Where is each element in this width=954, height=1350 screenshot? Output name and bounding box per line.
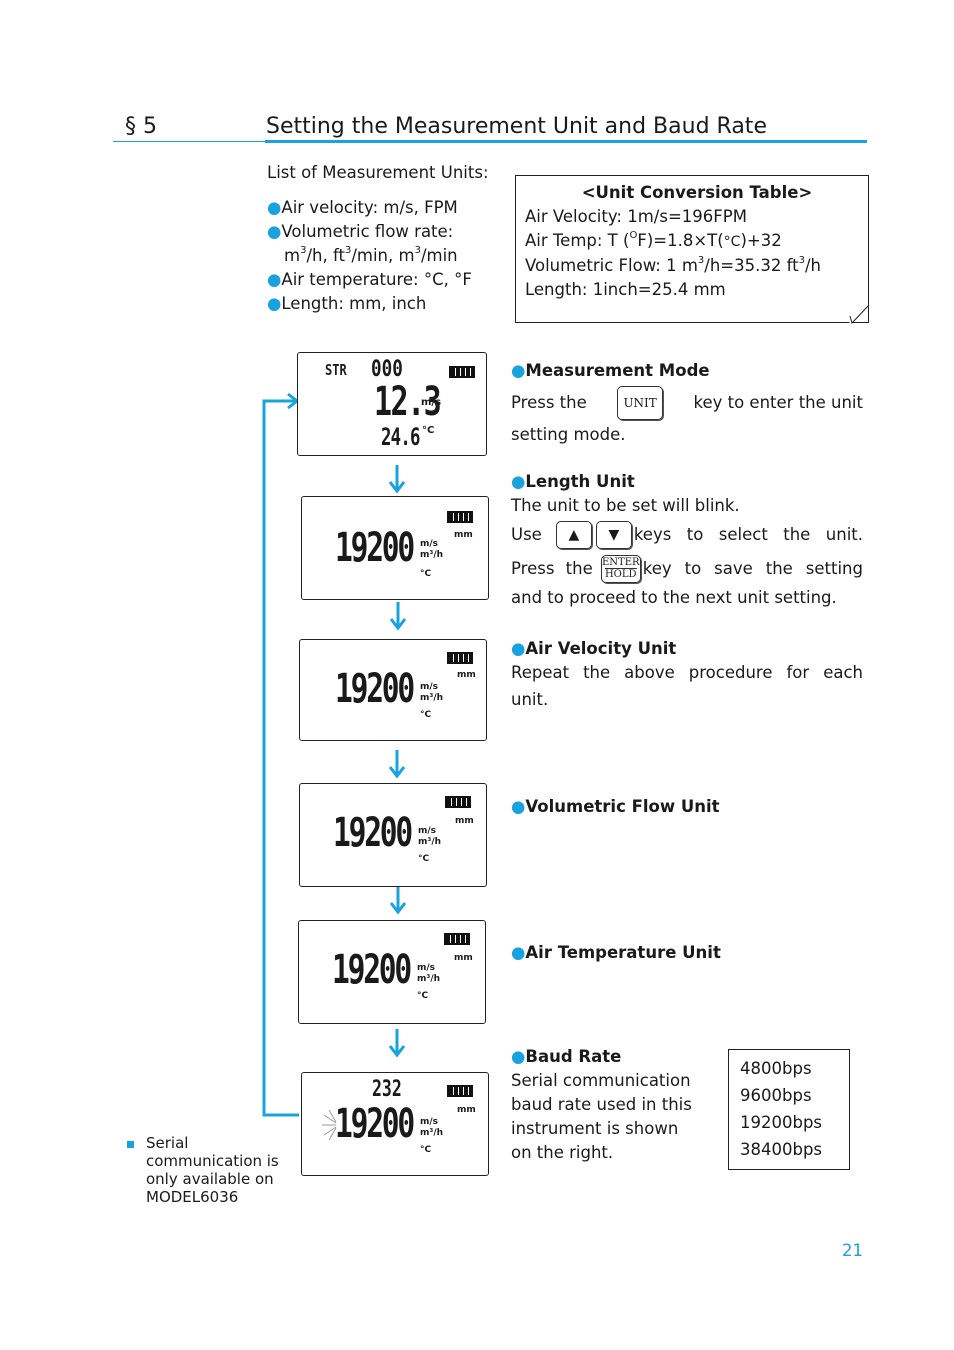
lcd-measurement-mode: STR 000 12.3 m/s 24.6 °C <box>297 352 487 456</box>
lcd-baud: 19200 <box>335 666 415 712</box>
step-baud-rate: ●Baud Rate Serial communication baud rat… <box>511 1045 692 1165</box>
lcd-baud: 19200 <box>335 525 415 571</box>
unit-item-length: ●Length: mm, inch <box>267 294 427 313</box>
lcd-baud: 19200 <box>333 810 413 856</box>
step-line: The unit to be set will blink. <box>511 496 740 515</box>
baud-rate-item: 9600bps <box>740 1086 812 1105</box>
step-line: instrument is shown <box>511 1119 679 1138</box>
step-air-temperature-unit: ●Air Temperature Unit <box>511 943 721 962</box>
unit-item-velocity: ●Air velocity: m/s, FPM <box>267 198 458 217</box>
step-air-velocity-unit: ●Air Velocity Unit Repeat the above proc… <box>511 637 863 712</box>
step-line: and to proceed to the next unit setting. <box>511 588 837 607</box>
note-serial: Serial communication is only available o… <box>146 1134 279 1206</box>
lcd-baud: 19200 <box>332 947 412 993</box>
down-arrow-icon <box>389 886 407 915</box>
baud-rate-item: 19200bps <box>740 1113 823 1132</box>
lcd-unit-c: °C <box>420 1145 432 1155</box>
down-arrow-key: ▼ <box>595 521 632 549</box>
note-bullet <box>127 1141 134 1148</box>
header-rule-left <box>113 141 265 142</box>
down-arrow-icon <box>388 1029 406 1058</box>
step-length-unit: ●Length Unit The unit to be set will bli… <box>511 470 863 610</box>
step-title: ●Air Velocity Unit <box>511 639 677 658</box>
lcd-unit-mm: mm <box>454 953 473 963</box>
battery-icon <box>447 511 473 523</box>
lcd-velocity-unit: m/s <box>421 397 442 408</box>
lcd-unit-mm: mm <box>457 1105 476 1115</box>
conversion-lines: <Unit Conversion Table> Air Velocity: 1m… <box>525 181 869 302</box>
baud-rate-item: 38400bps <box>740 1140 823 1159</box>
conversion-length: Length: 1inch=25.4 mm <box>525 280 726 299</box>
down-arrow-icon <box>388 750 406 779</box>
units-heading: List of Measurement Units: <box>267 163 489 182</box>
baud-rate-item: 4800bps <box>740 1059 812 1078</box>
step-measurement-mode: ●Measurement Mode Press the UNIT key to … <box>511 359 863 447</box>
step-title: ●Length Unit <box>511 472 635 491</box>
lcd-unit-mm: mm <box>457 670 476 680</box>
lcd-rs232: 232 <box>372 1077 402 1102</box>
blink-indicator-icon <box>322 1109 337 1141</box>
conversion-temp: Air Temp: T (OF)=1.8×T(°C)+32 <box>525 229 782 250</box>
step-line: baud rate used in this <box>511 1095 692 1114</box>
unit-key: UNIT <box>617 386 664 420</box>
battery-icon <box>445 796 471 808</box>
section-number: § 5 <box>125 114 157 139</box>
unit-item-flow: ●Volumetric flow rate: <box>267 222 454 241</box>
header-rule <box>265 140 867 143</box>
lcd-temp: 24.6 <box>381 423 420 451</box>
page-curl-icon <box>849 304 870 324</box>
step-line: setting mode. <box>511 425 626 444</box>
down-arrow-icon <box>389 602 407 631</box>
unit-list: ●Air velocity: m/s, FPM ●Volumetric flow… <box>267 196 472 316</box>
lcd-unit-mm: mm <box>455 816 474 826</box>
baud-rate-list: 4800bps 9600bps 19200bps 38400bps <box>728 1049 850 1170</box>
unit-item-flow-units: m3/h, ft3/min, m3/min <box>284 244 458 265</box>
unit-item-temperature: ●Air temperature: °C, °F <box>267 270 472 289</box>
up-arrow-key: ▲ <box>555 521 592 549</box>
conversion-velocity: Air Velocity: 1m/s=196FPM <box>525 207 747 226</box>
conversion-flow: Volumetric Flow: 1 m3/h=35.32 ft3/h <box>525 254 821 275</box>
step-line: Repeat the above procedure for each <box>511 663 863 682</box>
step-volumetric-flow-unit: ●Volumetric Flow Unit <box>511 797 720 816</box>
step-line: Serial communication <box>511 1071 691 1090</box>
lcd-unit-c: °C <box>420 569 432 579</box>
lcd-unit-mm-blink: mm <box>454 530 473 540</box>
conversion-title: <Unit Conversion Table> <box>581 183 813 202</box>
battery-icon <box>444 933 470 945</box>
step-line: unit. <box>511 690 549 709</box>
conversion-table <box>515 175 869 323</box>
step-line: on the right. <box>511 1143 614 1162</box>
lcd-velocity: 12.3 <box>374 379 442 425</box>
battery-icon <box>447 652 473 664</box>
down-arrow-icon <box>388 465 406 494</box>
lcd-top-digits: 000 <box>371 357 403 382</box>
lcd-str-label: STR <box>325 361 347 379</box>
step-line: Press the UNIT key to enter the unit <box>511 383 863 423</box>
page-number: 21 <box>842 1241 863 1260</box>
step-title: ●Baud Rate <box>511 1047 622 1066</box>
step-title: ●Measurement Mode <box>511 361 710 380</box>
battery-icon <box>447 1085 473 1097</box>
lcd-baud: 19200 <box>335 1101 415 1147</box>
lcd-temp-unit: °C <box>422 425 435 436</box>
lcd-unit-c-blink: °C <box>417 991 429 1001</box>
lcd-unit-c: °C <box>420 710 432 720</box>
section-title: Setting the Measurement Unit and Baud Ra… <box>266 114 767 139</box>
battery-icon <box>449 366 475 378</box>
lcd-unit-c: °C <box>418 854 430 864</box>
step-line: Use ▲ ▼ keys to select the unit. <box>511 518 863 552</box>
